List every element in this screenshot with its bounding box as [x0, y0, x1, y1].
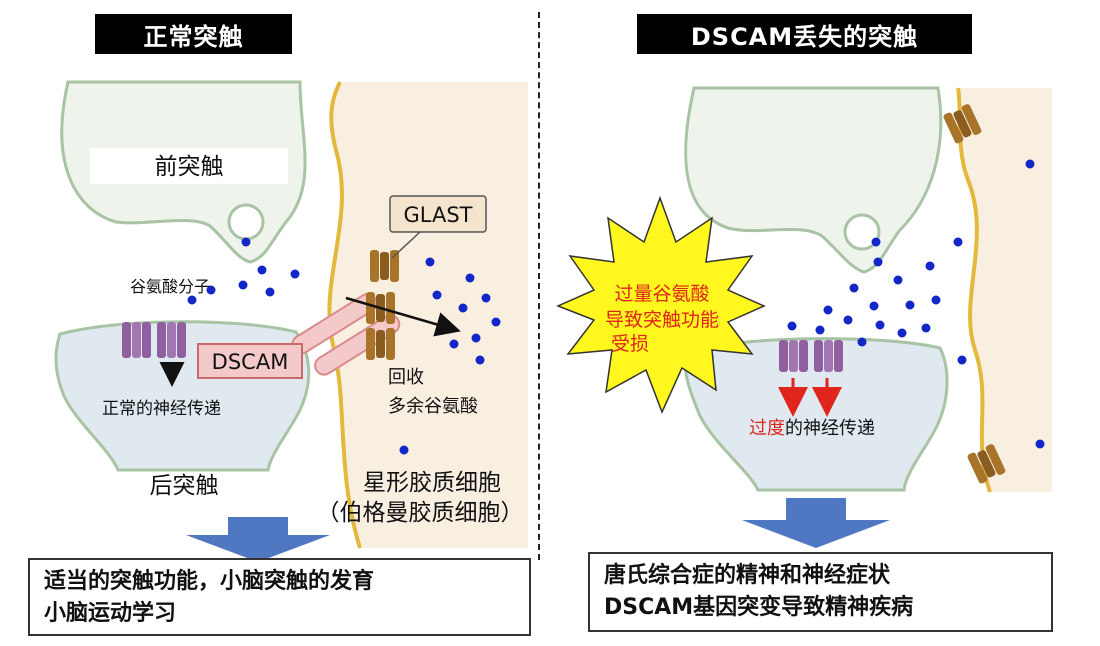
glast-transporter-right-2 [967, 444, 1006, 484]
glast-label: GLAST [404, 203, 473, 227]
warning-burst [556, 195, 766, 414]
dscam-label: DSCAM [212, 350, 289, 374]
glast-transporter-right-1 [943, 104, 982, 144]
recycle-label-1: 回收 [388, 367, 424, 388]
postsynaptic-label: 后突触 [150, 473, 219, 499]
bergmann-glia-label: （伯格曼胶质细胞） [317, 500, 524, 526]
normal-transmission-label: 正常的神经传递 [102, 399, 221, 419]
receptor-right-2 [814, 340, 843, 372]
presynaptic-label: 前突触 [155, 154, 224, 180]
recycle-label-2: 多余谷氨酸 [388, 396, 478, 417]
glast-label-box [389, 195, 487, 233]
glutamate-right [787, 159, 1045, 449]
astrocyte-membrane-left [327, 81, 362, 549]
astrocyte-label: 星形胶质细胞 [363, 470, 501, 496]
presynaptic-terminal-right [684, 86, 943, 274]
uptake-arrow [345, 296, 461, 337]
excessive-transmission-label: 过度的神经传递 [749, 418, 875, 439]
right-result-line-1: 唐氏综合症的精神和神经症状 [604, 563, 891, 588]
receptor-left-1 [122, 322, 151, 358]
glutamate-left [187, 237, 501, 455]
burst-line-3: 受损 [611, 333, 649, 355]
left-result-box: 适当的突触功能，小脑突触的发育 小脑运动学习 [28, 558, 531, 636]
glast-transporter-3 [366, 328, 395, 360]
excessive-rest: 的神经传递 [785, 418, 875, 439]
dscam-label-box [197, 343, 303, 379]
burst-line-2: 导致突触功能 [605, 309, 719, 331]
receptor-left-2 [157, 322, 186, 358]
glast-transporter-1 [370, 250, 399, 282]
burst-line-1: 过量谷氨酸 [614, 283, 709, 305]
result-arrow-right [742, 498, 890, 548]
right-panel-title: DSCAM丢失的突触 [637, 14, 972, 54]
left-result-line-1: 适当的突触功能，小脑突触的发育 [44, 569, 375, 594]
excessive-emph: 过度 [749, 418, 785, 439]
result-arrow-left [186, 517, 330, 562]
left-panel-title: 正常突触 [95, 14, 292, 54]
astrocyte-membrane-right [956, 87, 992, 493]
left-result-line-2: 小脑运动学习 [44, 600, 177, 626]
right-result-box: 唐氏综合症的精神和神经症状 DSCAM基因突变导致精神疾病 [588, 552, 1053, 632]
glutamate-label: 谷氨酸分子 [130, 277, 210, 296]
receptor-right-1 [779, 340, 808, 372]
right-result-line-2: DSCAM基因突变导致精神疾病 [604, 594, 914, 620]
astrocyte-body-right [958, 88, 1052, 492]
panel-divider [538, 12, 540, 560]
